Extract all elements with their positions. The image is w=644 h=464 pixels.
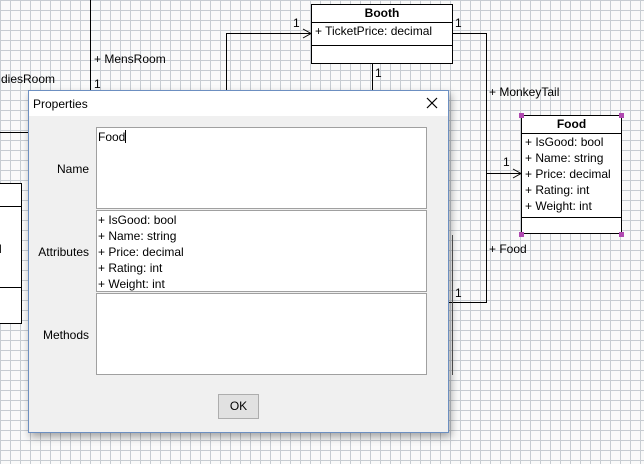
connector-right-v [486,33,487,303]
food-attribute: + Price: decimal [525,167,611,181]
connector-booth-right-h [452,33,487,34]
mult-mensroom: 1 [94,77,101,91]
attribute-line: + Rating: int [98,261,163,275]
resize-handle-top-left[interactable] [519,113,524,118]
connector-booth-left-h [226,33,312,34]
food-attribute: + IsGood: bool [525,135,604,149]
resize-handle-top-right[interactable] [619,113,624,118]
monkeytail-label: + MonkeyTail [489,85,560,99]
attribute-line: + IsGood: bool [98,213,177,227]
mult-food-in: 1 [503,155,510,169]
booth-class-box[interactable]: Booth + TicketPrice: decimal [311,4,453,64]
ladiesroom-label: diesRoom [1,72,56,86]
ok-button[interactable]: OK [218,394,259,419]
connector-mensroom-vertical [90,0,91,98]
dialog-title-bar[interactable]: Properties [29,91,448,116]
food-class-title: Food [522,116,621,134]
connector-booth-left-v [226,33,227,90]
left-partial-class-box[interactable]: l [0,183,22,324]
mult-booth-left: 1 [293,16,300,30]
properties-dialog: Properties Name Food Attributes + IsGood… [28,90,449,433]
resize-handle-bottom-left[interactable] [519,232,524,237]
attribute-line: + Name: string [98,229,177,243]
food-attribute: + Name: string [525,151,604,165]
close-icon[interactable] [424,95,440,111]
mult-booth-right: 1 [455,16,462,30]
booth-attribute: + TicketPrice: decimal [315,24,433,38]
connector-food-in-h [486,173,522,174]
attributes-label: Attributes [38,245,89,259]
booth-methods-divider [312,45,452,46]
mult-food-bottom: 1 [455,286,462,300]
attribute-line: + Price: decimal [98,245,184,259]
food-class-box[interactable]: Food + IsGood: bool + Name: string + Pri… [521,115,622,234]
methods-label: Methods [42,328,89,342]
text-caret [125,130,127,143]
connector-bottom-h [449,302,487,303]
name-field[interactable]: Food [96,127,427,209]
methods-field[interactable] [96,293,427,375]
attributes-field[interactable]: + IsGood: bool + Name: string + Price: d… [96,210,427,292]
mensroom-label: + MensRoom [94,52,166,66]
food-attribute: + Weight: int [525,199,592,213]
left-partial-divider [0,206,21,207]
dialog-title: Properties [33,97,88,111]
resize-handle-bottom-right[interactable] [619,232,624,237]
name-field-value: Food [98,130,126,144]
mult-booth-bottom: 1 [375,66,382,80]
connector-booth-bottom-v [372,63,373,90]
left-partial-divider-2 [0,287,21,288]
food-attribute: + Rating: int [525,183,590,197]
attribute-line: + Weight: int [98,277,165,291]
food-methods-divider [522,217,621,218]
booth-class-title: Booth [312,5,452,23]
left-partial-text: l [0,242,2,256]
connector-ladies-horizontal [0,132,28,133]
name-label: Name [56,162,89,176]
food-assoc-label: + Food [489,242,527,256]
partial-box-edge [452,235,453,375]
